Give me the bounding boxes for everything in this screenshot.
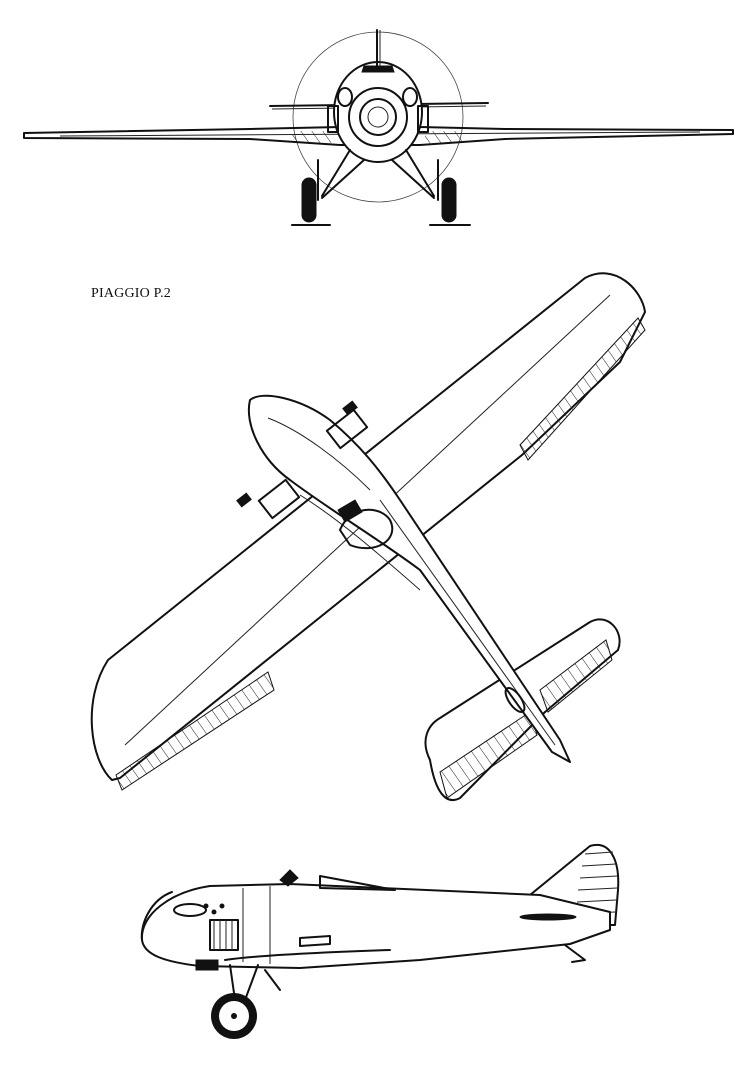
plan-view <box>90 272 646 801</box>
plan-fuselage <box>247 394 571 763</box>
front-view <box>23 29 734 226</box>
side-fuselage <box>140 883 611 969</box>
drawing-caption: PIAGGIO P.2 <box>91 286 171 301</box>
side-view <box>140 843 620 1039</box>
